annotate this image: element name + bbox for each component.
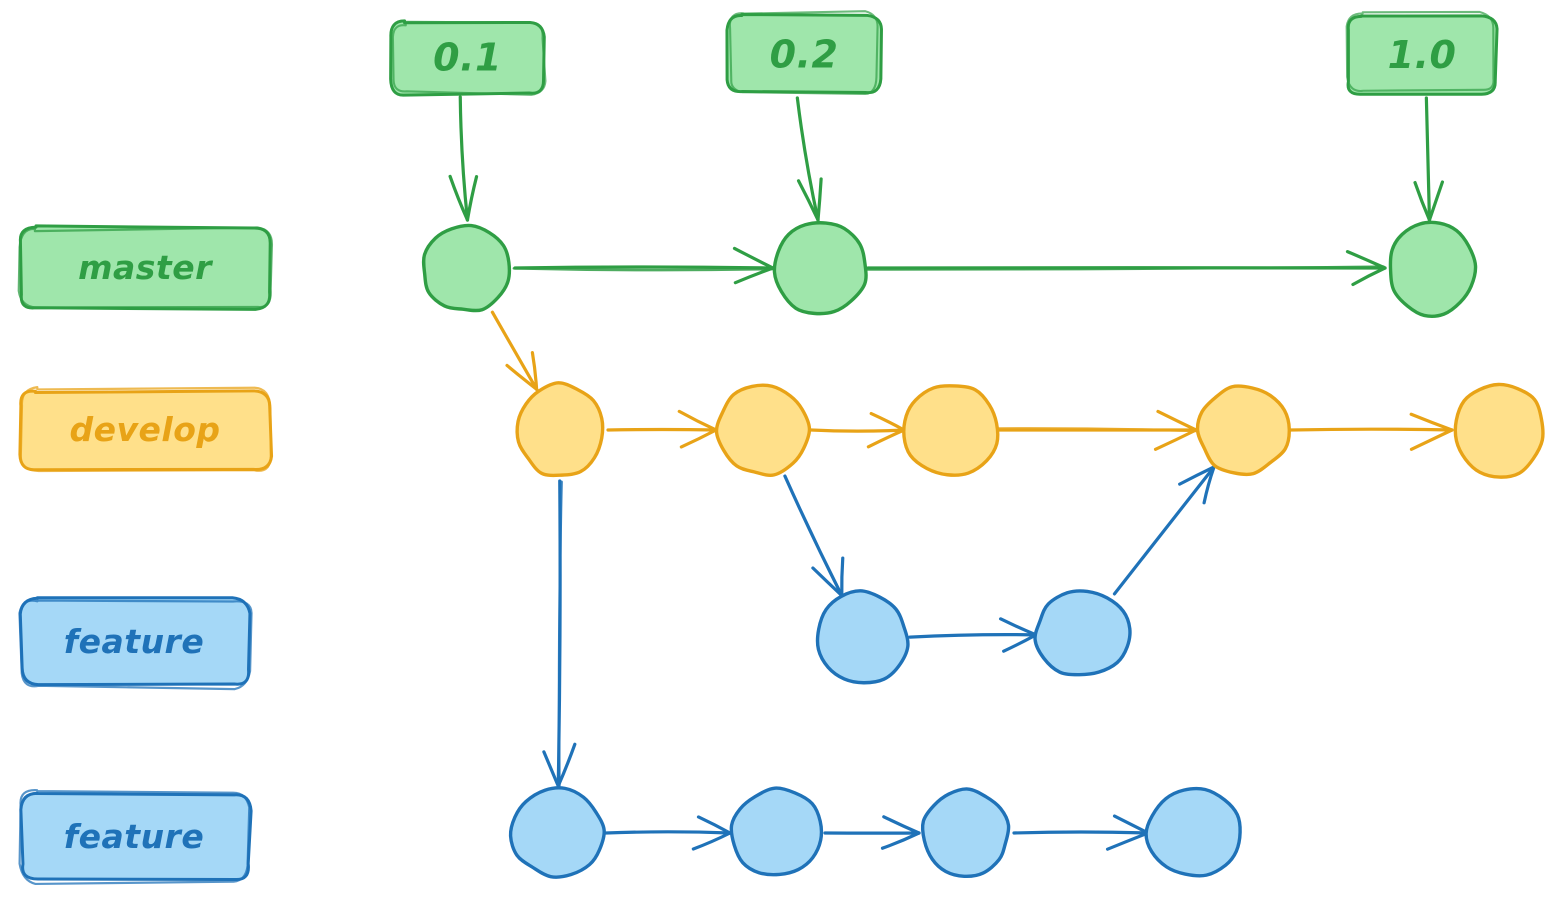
tag-arrow <box>458 95 470 222</box>
lane-label-feature2[interactable]: feature <box>18 789 253 886</box>
commit-circle <box>714 383 812 477</box>
edge-line-sketch <box>557 480 563 787</box>
edge-line <box>606 427 718 432</box>
lane-box-sketch <box>17 226 273 309</box>
commit-circle <box>1144 786 1242 878</box>
edge-d4-to-d5 <box>1289 412 1454 451</box>
commit-circle <box>508 786 606 879</box>
edge-d2-to-d3 <box>809 411 906 449</box>
commit-circle <box>421 223 512 313</box>
edge-line <box>1289 427 1454 432</box>
lane-label-text: feature <box>64 622 204 661</box>
commit-node-d4[interactable] <box>1195 384 1291 477</box>
lane-label-master[interactable]: master <box>17 224 273 311</box>
commit-circle <box>902 384 1000 477</box>
edge-line <box>1012 830 1150 835</box>
edge-m1-to-d1 <box>490 310 539 391</box>
tag-label: 0.1 <box>433 36 502 80</box>
edge-line <box>604 830 732 835</box>
commit-circle <box>515 381 605 478</box>
lane-box-sketch <box>19 386 272 473</box>
commit-node-f1b[interactable] <box>1033 589 1132 677</box>
edge-line-sketch <box>996 427 1198 433</box>
edge-line <box>1112 465 1216 596</box>
lane-box-sketch <box>18 789 251 886</box>
edge-d1-to-d2 <box>606 409 718 449</box>
commit-node-f2a[interactable] <box>508 786 606 879</box>
tags-layer: 0.1 0.2 1.0 <box>389 10 1499 222</box>
edge-d2-to-f1a <box>783 474 845 598</box>
tag-label: 0.2 <box>770 33 839 77</box>
lane-label-develop[interactable]: develop <box>18 386 274 473</box>
edge-f2b-to-f2c <box>823 815 921 850</box>
lane-label-feature1[interactable]: feature <box>18 596 253 691</box>
edge-d3-to-d4 <box>996 409 1198 451</box>
commit-circle <box>729 786 824 877</box>
commit-node-m3[interactable] <box>1388 220 1478 318</box>
tag-box <box>1346 14 1499 96</box>
commit-node-d3[interactable] <box>902 384 1000 477</box>
edge-line <box>908 633 1038 639</box>
edge-f1b-to-d4 <box>1112 465 1216 596</box>
edge-f1a-to-f1b <box>908 617 1038 653</box>
edge-line <box>490 310 539 391</box>
edge-line <box>783 474 844 598</box>
lane-box-sketch <box>18 599 253 691</box>
edge-d1-to-f2a <box>542 479 577 788</box>
tag-1-0[interactable]: 1.0 <box>1345 10 1499 222</box>
edge-f2c-to-f2d <box>1012 814 1150 851</box>
tag-arrow <box>795 96 820 222</box>
tag-box-sketch <box>1345 10 1495 93</box>
edge-line-sketch <box>512 267 776 272</box>
commit-circle <box>815 589 910 685</box>
commit-node-f1a[interactable] <box>815 589 910 685</box>
edge-line <box>513 265 775 270</box>
tag-arrow <box>1424 96 1432 222</box>
tag-box-sketch <box>728 10 879 96</box>
commit-circle <box>1453 382 1545 479</box>
tag-0-2[interactable]: 0.2 <box>725 10 883 222</box>
commit-node-f2d[interactable] <box>1144 786 1242 878</box>
lane-label-text: feature <box>64 817 204 856</box>
commit-circle <box>1195 384 1291 477</box>
commit-circle <box>920 787 1011 879</box>
edges-layer <box>490 246 1454 851</box>
tag-label: 1.0 <box>1388 33 1457 77</box>
commit-circle <box>1033 589 1132 677</box>
edge-m1-to-m2 <box>512 246 776 285</box>
commit-circle <box>772 221 868 316</box>
commit-circle <box>1388 220 1478 318</box>
commit-node-d5[interactable] <box>1453 382 1545 479</box>
commit-node-d1[interactable] <box>515 381 605 478</box>
tag-box-sketch <box>391 20 547 96</box>
commit-node-d2[interactable] <box>714 383 812 477</box>
lane-label-text: develop <box>69 410 220 449</box>
commit-node-m2[interactable] <box>772 221 868 316</box>
lane-labels-layer: master develop feature feature <box>17 224 274 886</box>
edge-m2-to-m3 <box>866 250 1387 287</box>
commits-layer <box>421 220 1545 879</box>
commit-node-m1[interactable] <box>421 223 512 313</box>
edge-f2a-to-f2b <box>604 815 732 851</box>
lane-label-text: master <box>78 248 213 287</box>
commit-node-f2c[interactable] <box>920 787 1011 879</box>
tag-0-1[interactable]: 0.1 <box>389 19 547 222</box>
edge-line-sketch <box>866 265 1385 271</box>
commit-node-f2b[interactable] <box>729 786 824 877</box>
edge-line <box>809 428 906 433</box>
